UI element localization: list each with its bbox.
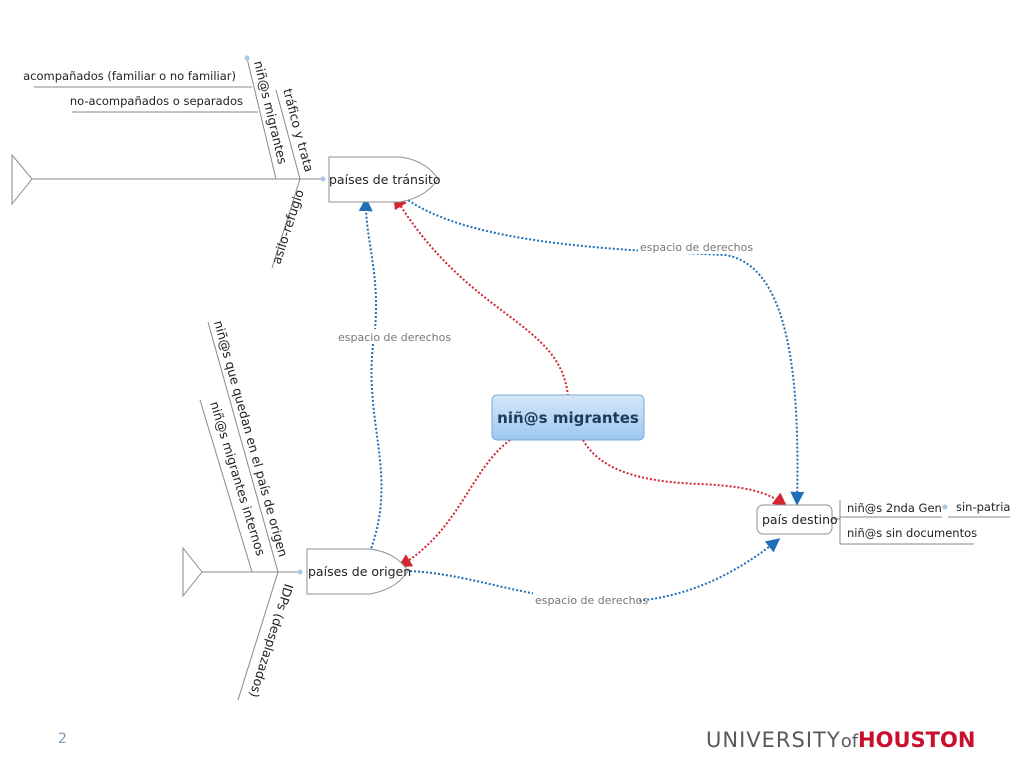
origin-bone-internos <box>199 399 253 573</box>
origin-bone-quedan <box>207 321 279 573</box>
transit-bone-trafico <box>275 89 301 180</box>
edge-transit-destination <box>404 197 805 506</box>
node-origin-label: países de origen <box>308 564 411 579</box>
central-node-label: niñ@s migrantes <box>497 409 639 427</box>
node-destination-label: país destino <box>762 512 838 527</box>
transit-node-dot <box>320 176 326 182</box>
logo-houston-text: HOUSTON <box>858 728 976 752</box>
dest-branch-dot <box>942 504 948 510</box>
branch-ninos-sin-documentos: niñ@s sin documentos <box>847 526 977 540</box>
edge-central-transit <box>393 194 569 397</box>
logo-university-text: UNIVERSITY <box>706 728 841 752</box>
origin-fish-tail <box>182 546 203 598</box>
branch-ninos-2nda-gen: niñ@s 2nda Gen <box>847 501 942 515</box>
edge-central-destination <box>582 439 788 507</box>
central-node-shape[interactable] <box>491 394 645 441</box>
edge-label-origin-destination: espacio de derechos <box>535 594 648 607</box>
branch-no-acompanados: no-acompañados o separados <box>70 94 243 108</box>
branch-acompanados: acompañados (familiar o no familiar) <box>23 69 236 83</box>
transit-bone-ninos <box>246 57 277 180</box>
edge-central-origin <box>397 439 511 568</box>
origin-node-dot <box>297 569 303 575</box>
logo-of-text: of <box>840 731 859 752</box>
node-destination-shape[interactable] <box>756 504 833 535</box>
edge-label-bg-2 <box>336 329 440 344</box>
origin-fishbone <box>182 321 303 701</box>
transit-bone-asilo <box>271 178 301 269</box>
origin-bone-idps <box>237 571 279 701</box>
node-origin-shape[interactable] <box>306 548 409 595</box>
branch-asilo-refugio: asilo-refugio <box>269 188 307 266</box>
page-number: 2 <box>58 731 67 747</box>
node-transit-label: países de tránsito <box>329 172 441 187</box>
destination-branches <box>832 500 1010 545</box>
edge-label-origin-transit: espacio de derechos <box>338 331 451 344</box>
university-logo: UNIVERSITYofHOUSTON <box>706 728 975 756</box>
edge-label-bg-1 <box>638 239 746 254</box>
edge-origin-transit <box>358 197 383 553</box>
branch-sin-patria: sin-patria <box>956 500 1010 514</box>
transit-fishbone <box>11 55 326 269</box>
branch-idps-desplazados: IDPs (desplazados) <box>247 582 297 699</box>
edge-label-transit-destination: espacio de derechos <box>640 241 753 254</box>
edge-label-bg-3 <box>533 592 637 607</box>
transit-bone-dot <box>244 55 250 61</box>
node-transit-shape[interactable] <box>328 156 439 203</box>
transit-fish-tail <box>11 153 33 206</box>
